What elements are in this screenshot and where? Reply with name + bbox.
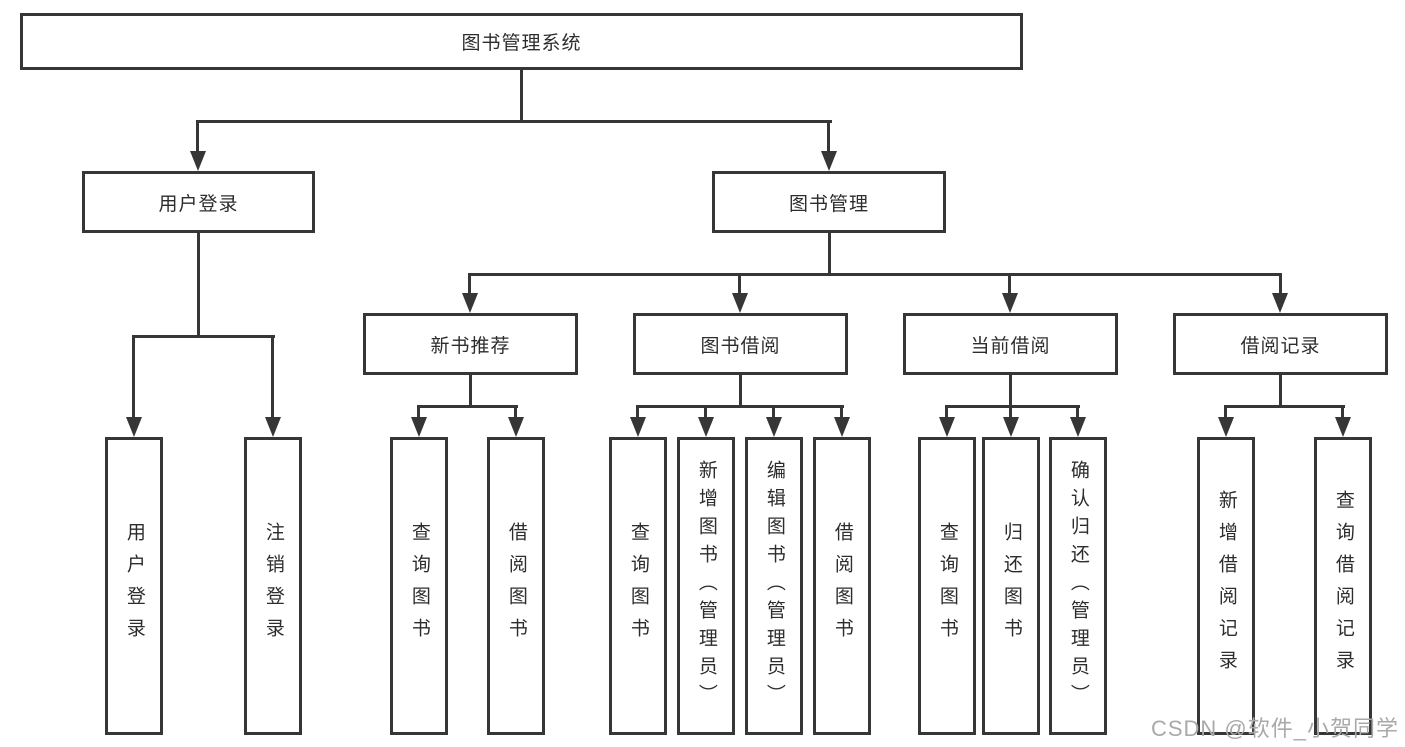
node-book-management: 图书管理 bbox=[712, 171, 946, 233]
arrowhead-down-icon bbox=[698, 417, 714, 437]
node-user-login: 用户登录 bbox=[82, 171, 315, 233]
leaf-borrow-query-books: 查询图书 bbox=[609, 437, 667, 735]
arrowhead-down-icon bbox=[1070, 417, 1086, 437]
node-label: 编辑图书（管理员） bbox=[763, 460, 785, 712]
connector-line bbox=[1076, 405, 1079, 419]
arrowhead-down-icon bbox=[732, 293, 748, 313]
connector-line bbox=[196, 120, 199, 153]
leaf-current-return-books: 归还图书 bbox=[982, 437, 1040, 735]
connector-line bbox=[514, 405, 517, 419]
connector-line bbox=[197, 233, 200, 335]
arrowhead-down-icon bbox=[939, 417, 955, 437]
leaf-borrow-edit-books-admin: 编辑图书（管理员） bbox=[745, 437, 803, 735]
node-label: 新增图书（管理员） bbox=[695, 460, 717, 712]
node-label: 注销登录 bbox=[262, 522, 284, 650]
node-label: 查询借阅记录 bbox=[1332, 490, 1354, 682]
node-label: 当前借阅 bbox=[970, 335, 1051, 357]
connector-line bbox=[1224, 405, 1227, 419]
connector-line bbox=[271, 335, 274, 419]
leaf-user-login: 用户登录 bbox=[105, 437, 163, 735]
connector-line bbox=[738, 273, 741, 295]
connector-line bbox=[1279, 375, 1282, 405]
node-label: 归还图书 bbox=[1000, 522, 1022, 650]
connector-line bbox=[520, 68, 523, 120]
leaf-borrow-add-books-admin: 新增图书（管理员） bbox=[677, 437, 735, 735]
connector-line bbox=[468, 273, 1282, 276]
connector-line bbox=[1009, 375, 1012, 405]
connector-line bbox=[468, 273, 471, 295]
connector-line bbox=[1008, 273, 1011, 295]
arrowhead-down-icon bbox=[126, 417, 142, 437]
node-label: 图书管理系统 bbox=[461, 33, 582, 54]
connector-line bbox=[772, 405, 775, 419]
node-library-management-system: 图书管理系统 bbox=[20, 13, 1023, 70]
node-label: 确认归还（管理员） bbox=[1067, 460, 1089, 712]
node-borrowing-records: 借阅记录 bbox=[1173, 313, 1388, 375]
connector-line bbox=[1341, 405, 1344, 419]
leaf-newbook-query-books: 查询图书 bbox=[390, 437, 448, 735]
leaf-current-query-books: 查询图书 bbox=[918, 437, 976, 735]
csdn-watermark: CSDN @软件_小贺同学 bbox=[1150, 716, 1399, 741]
arrowhead-down-icon bbox=[821, 151, 837, 171]
leaf-newbook-borrow-books: 借阅图书 bbox=[487, 437, 545, 735]
arrowhead-down-icon bbox=[630, 417, 646, 437]
connector-line bbox=[1224, 405, 1345, 408]
arrowhead-down-icon bbox=[1335, 417, 1351, 437]
arrowhead-down-icon bbox=[265, 417, 281, 437]
node-label: 查询图书 bbox=[627, 522, 649, 650]
connector-line bbox=[840, 405, 843, 419]
connector-line bbox=[827, 120, 830, 153]
connector-line bbox=[739, 375, 742, 405]
arrowhead-down-icon bbox=[508, 417, 524, 437]
connector-line bbox=[469, 375, 472, 405]
node-book-borrowing: 图书借阅 bbox=[633, 313, 848, 375]
connector-line bbox=[945, 405, 1080, 408]
leaf-borrow-borrow-books: 借阅图书 bbox=[813, 437, 871, 735]
node-label: 借阅记录 bbox=[1240, 335, 1321, 357]
connector-line bbox=[704, 405, 707, 419]
leaf-logout: 注销登录 bbox=[244, 437, 302, 735]
connector-line bbox=[132, 335, 135, 419]
node-new-book-recommend: 新书推荐 bbox=[363, 313, 578, 375]
connector-line bbox=[636, 405, 844, 408]
arrowhead-down-icon bbox=[834, 417, 850, 437]
arrowhead-down-icon bbox=[1218, 417, 1234, 437]
node-label: 用户登录 bbox=[158, 193, 239, 215]
connector-line bbox=[417, 405, 420, 419]
leaf-records-add-record: 新增借阅记录 bbox=[1197, 437, 1255, 735]
node-current-borrowing: 当前借阅 bbox=[903, 313, 1118, 375]
node-label: 图书借阅 bbox=[700, 335, 781, 357]
arrowhead-down-icon bbox=[462, 293, 478, 313]
leaf-current-confirm-return-admin: 确认归还（管理员） bbox=[1049, 437, 1107, 735]
connector-line bbox=[945, 405, 948, 419]
node-label: 用户登录 bbox=[123, 522, 145, 650]
arrowhead-down-icon bbox=[1003, 417, 1019, 437]
node-label: 借阅图书 bbox=[505, 522, 527, 650]
connector-line bbox=[417, 405, 518, 408]
arrowhead-down-icon bbox=[411, 417, 427, 437]
node-label: 新书推荐 bbox=[430, 335, 511, 357]
node-label: 借阅图书 bbox=[831, 522, 853, 650]
node-label: 查询图书 bbox=[408, 522, 430, 650]
connector-line bbox=[196, 120, 832, 123]
node-label: 图书管理 bbox=[788, 193, 869, 215]
connector-line bbox=[1009, 405, 1012, 419]
arrowhead-down-icon bbox=[1272, 293, 1288, 313]
node-label: 新增借阅记录 bbox=[1215, 490, 1237, 682]
connector-line bbox=[132, 335, 275, 338]
arrowhead-down-icon bbox=[1002, 293, 1018, 313]
leaf-records-query-record: 查询借阅记录 bbox=[1314, 437, 1372, 735]
arrowhead-down-icon bbox=[766, 417, 782, 437]
connector-line bbox=[636, 405, 639, 419]
arrowhead-down-icon bbox=[190, 151, 206, 171]
node-label: 查询图书 bbox=[936, 522, 958, 650]
connector-line bbox=[1279, 273, 1282, 295]
connector-line bbox=[828, 233, 831, 273]
